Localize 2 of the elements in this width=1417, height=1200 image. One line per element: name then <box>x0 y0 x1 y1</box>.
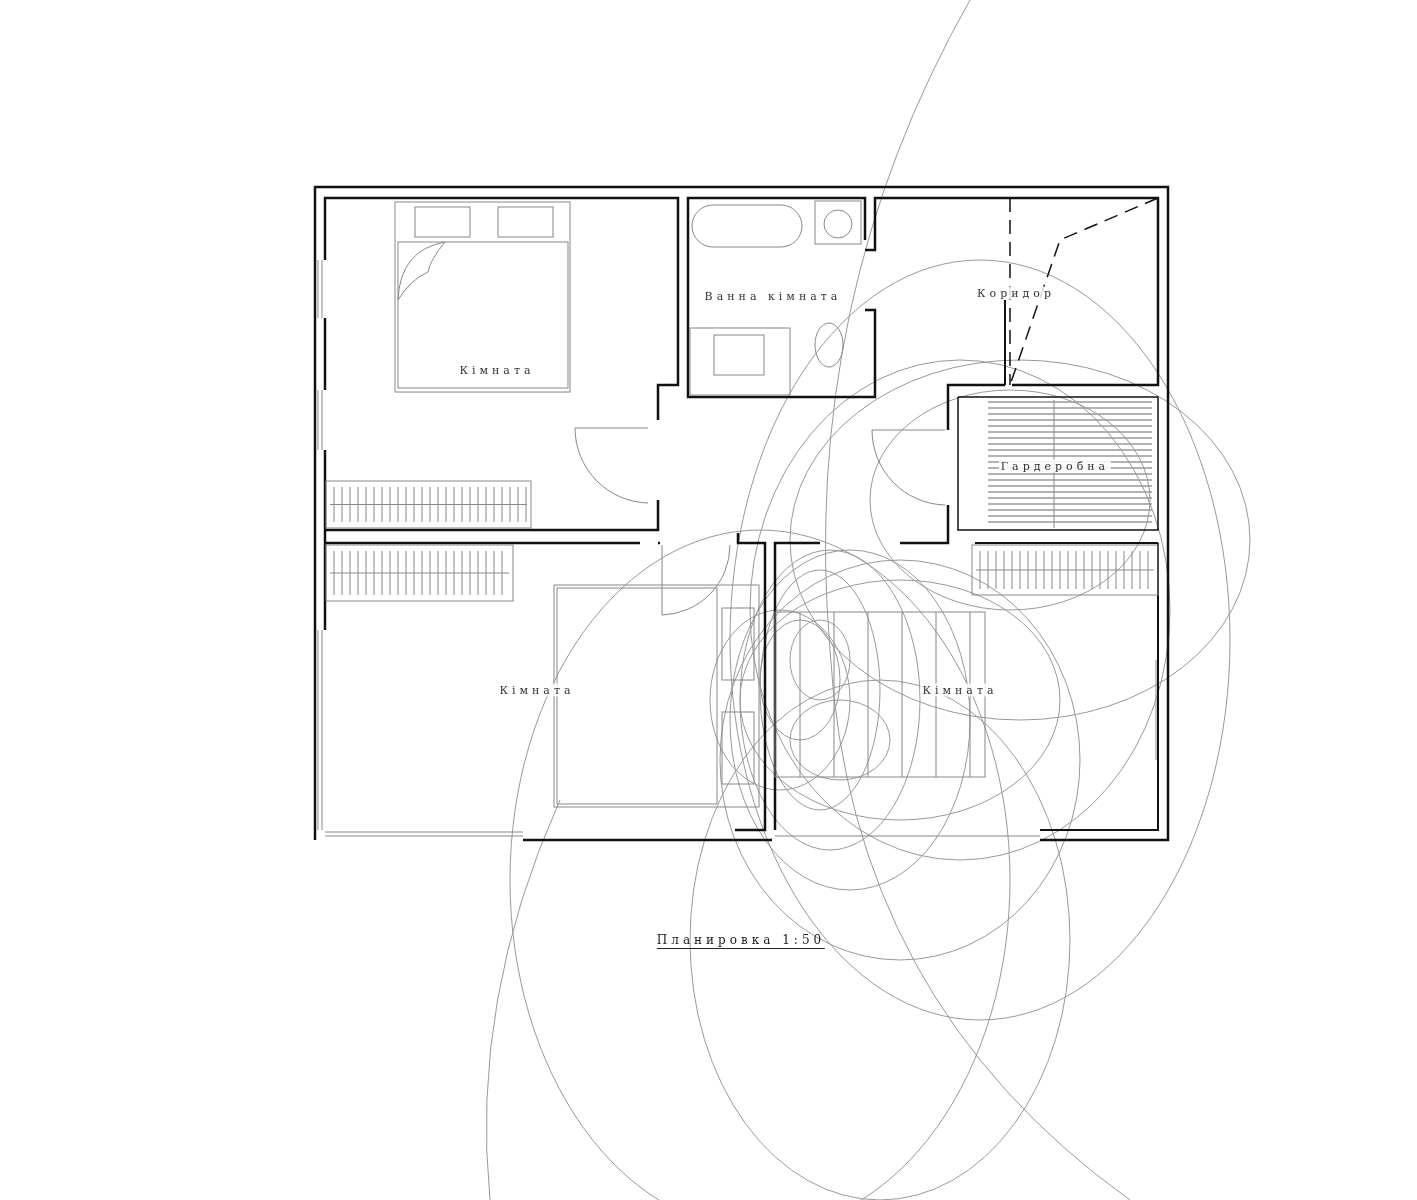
room-label: Гардеробна <box>998 459 1112 473</box>
plan-title: Планировка 1:50 <box>656 933 826 949</box>
